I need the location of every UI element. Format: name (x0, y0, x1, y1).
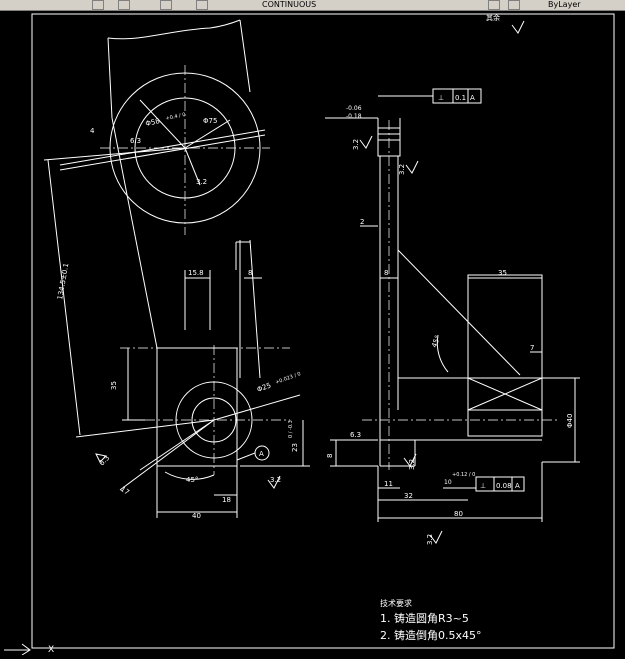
layer-light-icon[interactable] (196, 0, 208, 10)
dim-18: 18 (222, 496, 231, 504)
side-dim-10-tol: +0.12 / 0 (452, 472, 475, 478)
lineweight-dropdown[interactable]: ByLayer (548, 0, 581, 9)
dim-4: 4 (90, 127, 95, 135)
side-dim-8b: 8 (326, 454, 334, 458)
match-properties-icon[interactable] (508, 0, 520, 10)
side-dim-10: 10 (444, 479, 452, 486)
dim-dia25-tol: +0.023 / 0 (275, 371, 302, 386)
side-dim-2: 2 (360, 218, 364, 226)
gtol-top-ref: A (470, 94, 475, 102)
side-dim-45deg: 45° (430, 334, 442, 348)
gtol-bot-sym: ⊥ (480, 482, 486, 490)
drawing-canvas[interactable]: Φ75 Φ58 +0.4 / 0 4 6.3 3.2 134.5±0.1 15.… (0, 10, 625, 656)
side-roughness-c: 3.2 (408, 459, 416, 470)
tol-top-2: -0.18 (346, 113, 362, 120)
side-dim-7: 7 (530, 344, 534, 352)
corner-note: 其余 (486, 13, 500, 22)
side-roughness-a: 3.2 (352, 139, 360, 150)
side-view (325, 20, 580, 544)
dim-35: 35 (110, 381, 118, 390)
lower-lug (156, 347, 238, 467)
properties-icon[interactable] (488, 0, 500, 10)
gtol-bot-val: 0.08 (496, 482, 512, 490)
dim-3-2-a: 3.2 (196, 178, 207, 186)
side-dim-80: 80 (454, 510, 463, 518)
datum-a-front: A (259, 450, 264, 458)
arm-break-line (107, 19, 241, 40)
gtol-top-sym: ⊥ (438, 94, 444, 102)
tol-top-1: -0.06 (346, 105, 362, 112)
dim-3-2-b: 3.2 (270, 476, 281, 484)
dim-40: 40 (192, 512, 201, 520)
dim-dia58-tol: +0.4 / 0 (165, 112, 186, 122)
front-view-labels: Φ75 Φ58 +0.4 / 0 4 6.3 3.2 134.5±0.1 15.… (56, 112, 302, 520)
dim-23-tol: 0 / -0.3 (288, 420, 294, 438)
dim-15-8: 15.8 (188, 269, 204, 277)
side-dim-11: 11 (384, 480, 393, 488)
redo-button[interactable] (118, 0, 130, 10)
side-roughness-b: 3.2 (398, 164, 406, 175)
dim-17: 17 (119, 485, 131, 497)
tech-req-line2: 2. 铸造倒角0.5x45° (380, 628, 482, 642)
side-view-labels: 其余 -0.06 -0.18 ⊥ 0.1 A 3.2 3.2 2 8 35 45… (326, 13, 574, 545)
dim-45deg: 45° (186, 476, 198, 484)
side-dim-35: 35 (498, 269, 507, 277)
front-view (43, 19, 310, 518)
dim-134-5: 134.5±0.1 (56, 262, 70, 300)
linetype-dropdown[interactable]: CONTINUOUS (262, 0, 317, 9)
tech-req-line1: 1. 铸造圆角R3~5 (380, 611, 469, 625)
dim-dia25: Φ25 (256, 381, 272, 393)
side-dim-6-3: 6.3 (350, 431, 361, 439)
side-dim-32: 32 (404, 492, 413, 500)
side-dim-8: 8 (384, 269, 388, 277)
dim-6-3-top: 6.3 (130, 137, 141, 145)
dim-23: 23 (291, 443, 299, 452)
gtol-bot-ref: A (515, 482, 520, 490)
side-roughness-d: 3.2 (426, 534, 434, 545)
tech-requirements: 技术要求 1. 铸造圆角R3~5 2. 铸造倒角0.5x45° (380, 598, 482, 642)
layer-state-icon[interactable] (160, 0, 172, 10)
side-dim-40: Φ40 (566, 414, 574, 428)
dim-dia58: Φ58 (145, 117, 161, 128)
drawing-frame (31, 13, 615, 649)
ucs-x-label: X (48, 645, 54, 655)
undo-button[interactable] (92, 0, 104, 10)
cad-toolbar: CONTINUOUS ByLayer (0, 0, 625, 11)
dim-6-3-bot: 6.3 (98, 454, 112, 468)
gtol-top-val: 0.1 (455, 94, 466, 102)
ucs-icon: X (4, 643, 54, 656)
tech-req-title: 技术要求 (380, 598, 412, 608)
dim-dia75: Φ75 (203, 117, 217, 125)
dim-8: 8 (248, 269, 252, 277)
